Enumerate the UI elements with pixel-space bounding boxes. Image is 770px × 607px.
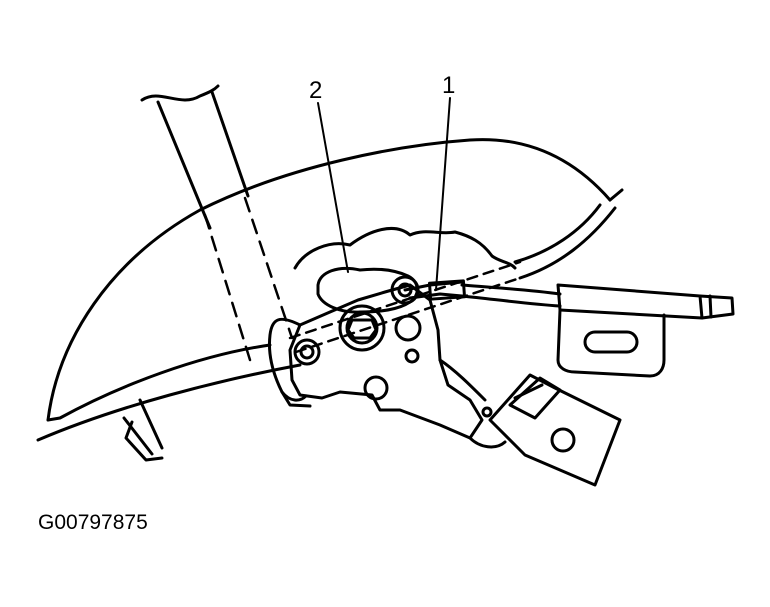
control-cable (403, 279, 562, 308)
support-post (122, 84, 250, 462)
lever-plate (268, 283, 507, 449)
cable-housing (556, 283, 735, 320)
connector-block (488, 373, 622, 487)
callout-label-1: 1 (442, 72, 456, 99)
plate-holes (293, 314, 493, 418)
callout-label-2: 2 (309, 77, 323, 104)
cutaway-outline (293, 226, 517, 270)
pivot-bolt (338, 304, 386, 352)
hidden-post-lines (203, 196, 294, 362)
cable-bracket (556, 308, 666, 378)
callout-leaders (317, 97, 451, 291)
housing-shell (36, 138, 624, 442)
figure-code: G00797875 (38, 511, 148, 534)
